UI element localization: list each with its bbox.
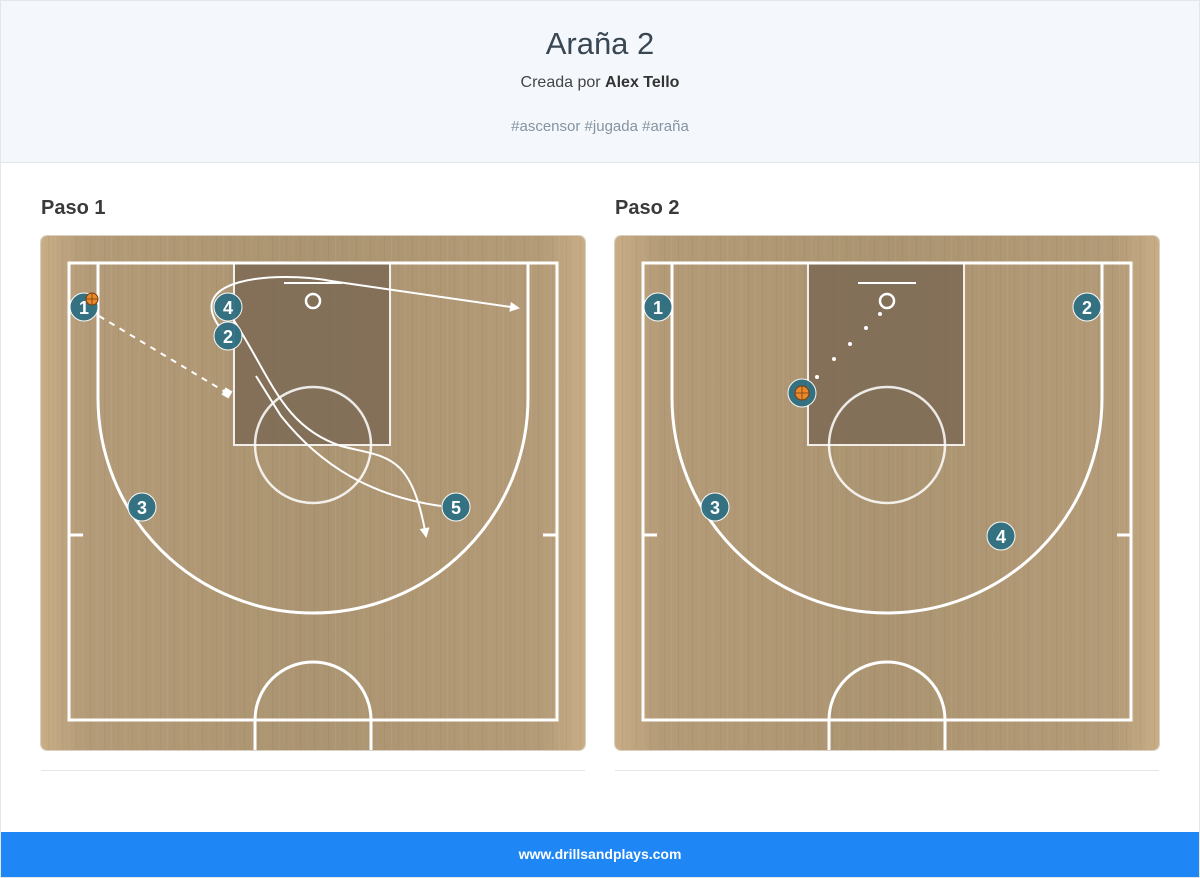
player-token[interactable]: 3: [127, 492, 157, 522]
pass-line: [98, 315, 228, 394]
player-number: 3: [137, 498, 147, 518]
paint-area: [807, 262, 965, 446]
basket-rim: [878, 292, 896, 310]
court-svg: 1 2 3 4: [615, 236, 1159, 750]
byline: Creada por Alex Tello: [1, 74, 1199, 92]
player-token[interactable]: 4: [986, 521, 1016, 551]
player-token[interactable]: 1: [643, 292, 673, 322]
court-svg: 1 4 2 3 5: [41, 236, 585, 750]
tag-link[interactable]: #ascensor: [511, 118, 581, 135]
footer-site-link[interactable]: www.drillsandplays.com: [518, 846, 682, 862]
player-number: 1: [79, 298, 89, 318]
site-footer: www.drillsandplays.com: [1, 832, 1199, 877]
page-title: Araña 2: [545, 26, 655, 61]
player-token[interactable]: 5: [441, 492, 471, 522]
step-divider: [41, 770, 585, 771]
player-number: 5: [451, 498, 461, 518]
tag-link[interactable]: #jugada: [584, 118, 638, 135]
screen-mark: [221, 387, 233, 399]
court-lines: [641, 261, 1133, 750]
court-diagram: 1 4 2 3 5: [41, 236, 585, 750]
author-name[interactable]: Alex Tello: [605, 74, 680, 91]
player-token[interactable]: 2: [213, 321, 243, 351]
step-title: Paso 1: [41, 197, 106, 219]
basket-rim: [304, 292, 322, 310]
cut-path-player-4: [230, 315, 430, 538]
cut-path-player-2: [210, 275, 520, 337]
created-by-prefix: Creada por: [520, 74, 601, 91]
tag-link[interactable]: #araña: [642, 118, 689, 135]
page-header: Araña 2 Creada por Alex Tello #ascensor …: [1, 1, 1199, 163]
player-token-with-ball[interactable]: [787, 378, 817, 408]
movement-paths: [98, 275, 520, 538]
shot-path: [815, 312, 882, 379]
player-number: 1: [653, 298, 663, 318]
step-divider: [615, 770, 1159, 771]
step-panel-1: Paso 1: [41, 197, 585, 771]
court-diagram: 1 2 3 4: [615, 236, 1159, 750]
player-number: 2: [223, 327, 233, 347]
screen-path-player-5: [255, 375, 442, 507]
ball-icon: [85, 292, 99, 306]
free-throw-circle: [827, 385, 947, 505]
player-token[interactable]: 3: [700, 492, 730, 522]
player-number: 4: [996, 527, 1006, 547]
player-number: 3: [710, 498, 720, 518]
paint-area: [233, 262, 391, 446]
step-panel-2: Paso 2: [615, 197, 1159, 771]
player-number: 4: [223, 298, 233, 318]
court-lines: [67, 261, 559, 750]
ball-icon: [794, 385, 810, 401]
free-throw-circle: [253, 385, 373, 505]
tag-list: #ascensor #jugada #araña: [1, 118, 1199, 135]
player-token[interactable]: 2: [1072, 292, 1102, 322]
step-title: Paso 2: [615, 197, 680, 219]
player-token[interactable]: 4: [213, 292, 243, 322]
player-number: 2: [1082, 298, 1092, 318]
